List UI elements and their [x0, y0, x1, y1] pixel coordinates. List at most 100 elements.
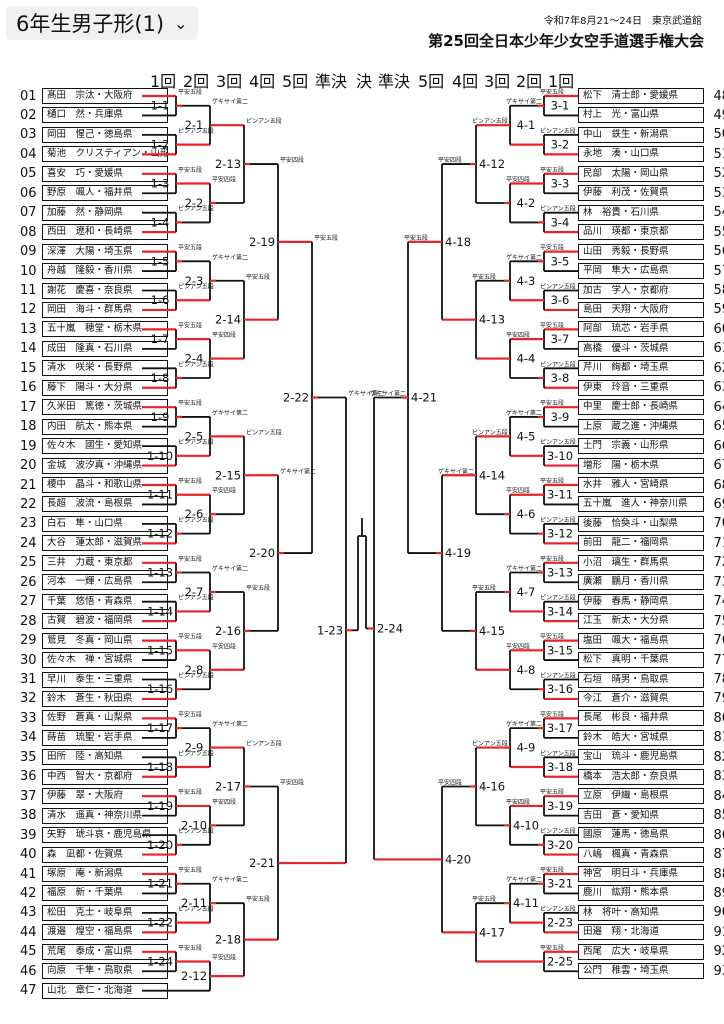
kata-label: 平安五段 [178, 633, 202, 641]
round-label: 2回 [516, 72, 543, 91]
kata-label: ピンアン五段 [246, 740, 282, 748]
match-label: 4-2 [517, 196, 536, 210]
entrant-name: 阿部 琉芯・岩手県 [578, 321, 704, 338]
match-label: 4-10 [513, 818, 539, 832]
entrant-number: 87 [713, 847, 724, 863]
entrant-row: 江玉 新太・大分県75 [578, 613, 724, 630]
kata-label: ゲキサイ第二 [506, 565, 542, 573]
entrant-name: 伊藤 利茂・佐賀県 [578, 185, 704, 202]
entrant-name: 伊藤 春馬・静岡県 [578, 593, 704, 610]
match-label: 4-21 [411, 390, 437, 404]
kata-label: 平安五段 [178, 555, 202, 563]
date-venue: 令和7年8月21～24日 東京武道館 [543, 16, 702, 27]
entrant-name: 福原 新・千葉県 [42, 885, 168, 902]
kata-label: 平安五段 [540, 88, 564, 96]
kata-label: ピンアン五段 [178, 672, 214, 680]
kata-label: 平安五段 [540, 477, 564, 485]
entrant-name: 髙田 宗汰・大阪府 [42, 88, 168, 104]
match-label: 3-18 [547, 760, 573, 774]
entrant-name: 伊東 玲音・三重県 [578, 379, 704, 396]
entrant-name: 舟越 隆毅・香川県 [42, 263, 168, 280]
entrant-name: 喜安 巧・愛媛県 [42, 165, 168, 182]
entrant-name: 金城 波汐真・沖縄県 [42, 457, 168, 474]
match-label: 4-18 [445, 235, 471, 249]
entrant-name: 岡田 海斗・群馬県 [42, 301, 168, 318]
match-label: 1-18 [147, 760, 173, 774]
kata-label: ゲキサイ第二 [348, 389, 384, 397]
entrant-number: 38 [20, 808, 37, 824]
kata-label: ピンアン五段 [540, 516, 576, 524]
entrant-name: 島田 天翔・大阪府 [578, 301, 704, 318]
entrant-row: 公門 稚雲・埼玉県93 [578, 963, 724, 980]
entrant-name: 佐々木 國生・愛知県 [42, 438, 168, 455]
kata-label: ピンアン五段 [540, 594, 576, 602]
entrant-number: 06 [20, 185, 37, 201]
chevron-down-icon: ⌄ [174, 13, 188, 33]
entrant-row: 島田 天翔・大阪府59 [578, 301, 724, 318]
entrant-name: 長尾 彬良・福井県 [578, 710, 704, 727]
entrant-number: 08 [20, 224, 37, 240]
entrant-number: 26 [20, 574, 37, 590]
match-label: 1-5 [151, 254, 170, 268]
division-select[interactable]: 6年生男子形(1) ⌄ [6, 6, 198, 40]
entrant-number: 60 [713, 321, 724, 337]
match-label: 3-19 [547, 799, 573, 813]
kata-label: ピンアン五段 [246, 428, 282, 436]
entrant-name: 前田 龍二・福岡県 [578, 535, 704, 552]
match-label: 2-11 [181, 896, 207, 910]
kata-label: 平安四段 [280, 778, 304, 786]
kata-label: 平安四段 [506, 487, 530, 495]
kata-label: 平安五段 [540, 399, 564, 407]
entrant-number: 47 [20, 983, 37, 999]
match-label: 3-21 [547, 877, 573, 891]
kata-label: 平安五段 [178, 866, 202, 874]
kata-label: 平安四段 [212, 798, 236, 806]
entrant-name: 早川 泰生・三重県 [42, 671, 168, 688]
entrant-name: 三井 力蔵・東京都 [42, 554, 168, 571]
kata-label: ゲキサイ第二 [212, 98, 248, 106]
match-label: 2-10 [181, 818, 207, 832]
entrant-row: 19 佐々木 國生・愛知県 [20, 438, 168, 455]
kata-label: 平安五段 [178, 477, 202, 485]
match-label: 1-22 [147, 916, 173, 930]
round-label: 5回 [418, 72, 445, 91]
entrant-name: 村上 光・富山県 [578, 107, 704, 124]
entrant-number: 36 [20, 769, 37, 785]
kata-label: ピンアン五段 [472, 740, 508, 748]
entrant-name: 山田 秀毅・長野県 [578, 243, 704, 260]
entrant-number: 32 [20, 691, 37, 707]
entrant-number: 19 [20, 438, 37, 454]
entrant-name: 江玉 新太・大分県 [578, 613, 704, 630]
match-label: 3-2 [551, 138, 570, 152]
kata-label: ピンアン五段 [540, 672, 576, 680]
kata-label: 平安五段 [540, 866, 564, 874]
entrant-number: 02 [20, 107, 37, 123]
entrant-name: 今江 蒼介・滋賀県 [578, 690, 704, 707]
entrant-name: 加古 学人・京都府 [578, 282, 704, 299]
match-label: 2-6 [185, 507, 204, 521]
kata-label: 平安五段 [178, 788, 202, 796]
entrant-row: 吉田 蒼・愛知県85 [578, 807, 724, 824]
entrant-row: 國原 蓮馬・徳島県86 [578, 827, 724, 844]
match-label: 4-8 [517, 663, 536, 677]
kata-label: ピンアン五段 [540, 905, 576, 913]
entrant-row: 鹿川 紘翔・熊本県89 [578, 885, 724, 902]
match-label: 4-4 [517, 352, 536, 366]
match-label: 3-11 [547, 488, 573, 502]
entrant-name: 民部 太陽・岡山県 [578, 165, 704, 182]
match-label: 2-16 [215, 624, 241, 638]
kata-label: ピンアン五段 [540, 749, 576, 757]
entrant-name: 向原 千隼・鳥取県 [42, 963, 168, 980]
entrant-row: 民部 太陽・岡山県52 [578, 165, 724, 182]
entrant-name: 後藤 恰奐斗・山梨県 [578, 515, 704, 532]
round-label: 準決 [315, 72, 348, 91]
kata-label: ピンアン五段 [178, 827, 214, 835]
